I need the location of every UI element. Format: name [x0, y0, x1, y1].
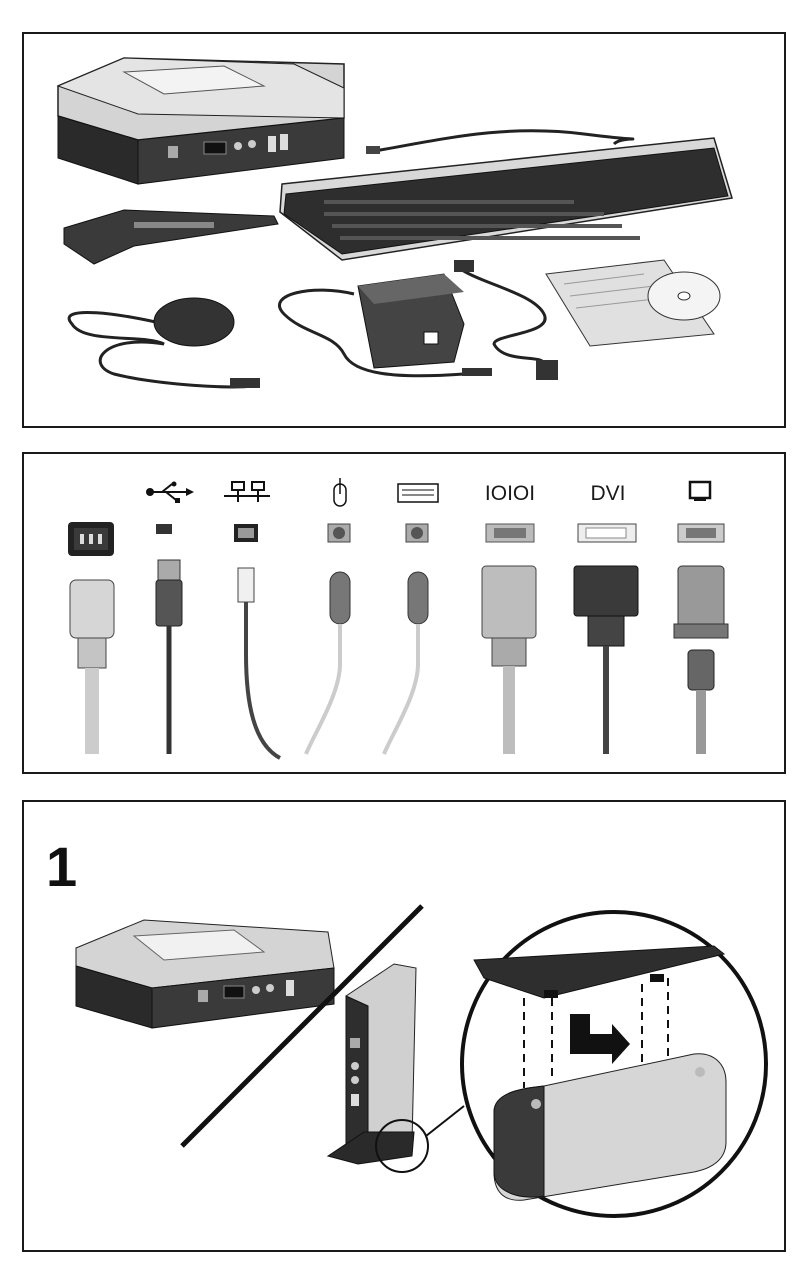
dvi-connector: DVI [574, 482, 638, 754]
keyboard-connector [384, 484, 438, 754]
step-1-panel: 1 [22, 800, 786, 1252]
serial-label: IOIOI [485, 482, 535, 505]
keyboard [280, 131, 732, 260]
monitor-icon [690, 482, 710, 501]
thin-client-vertical [328, 964, 464, 1172]
documentation-and-cd [546, 260, 720, 346]
power-connector [68, 522, 114, 754]
connectors-illustration: IOIOI DVI [24, 454, 784, 772]
step-number: 1 [46, 835, 77, 898]
thin-client-device [58, 58, 344, 184]
usb-connector [146, 482, 194, 755]
thin-client-horizontal [76, 920, 334, 1028]
stand-installation-illustration: 1 [24, 802, 784, 1250]
power-button [204, 142, 226, 154]
serial-connector: IOIOI [482, 482, 536, 754]
power-adapter [279, 274, 492, 376]
power-cord [454, 260, 558, 380]
mouse [69, 298, 260, 388]
network-connector [224, 482, 280, 758]
mouse-icon [334, 478, 346, 506]
vga-connector [674, 482, 728, 754]
network-icon [224, 482, 270, 502]
stand-accessory [64, 210, 278, 264]
dvi-label: DVI [590, 482, 625, 505]
package-contents-illustration [24, 34, 784, 426]
hp-logo-icon [168, 146, 178, 158]
keyboard-icon [398, 484, 438, 502]
connectors-panel: IOIOI DVI [22, 452, 786, 774]
package-contents-panel [22, 32, 786, 428]
mouse-connector [306, 478, 350, 754]
usb-icon [146, 482, 194, 504]
zoom-detail [462, 912, 766, 1216]
